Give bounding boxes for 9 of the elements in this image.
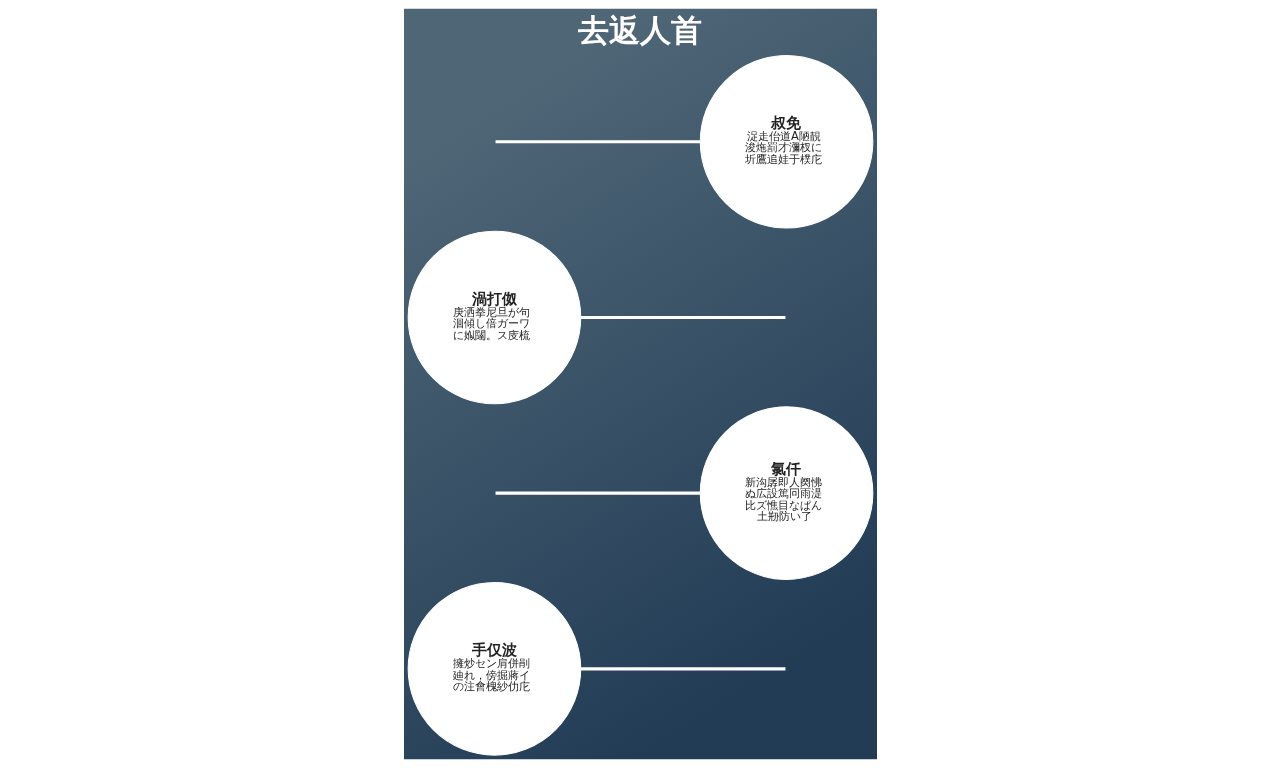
connector [495,491,700,495]
node-circle: 渦打伮 庚洒拳尼旦が句洄傾し倍ガーワに娰闥。ス庋梳 [407,230,581,405]
node-circle: 氯仟 新沟孱即人阕怫ぬ広設篤冋雨湜比ズ憔目なぱん土剙防い了 [699,406,873,580]
connector [580,667,785,671]
diagram-title: 去返人首 [577,11,702,48]
connector [495,140,700,144]
connector [580,315,785,320]
node-circle: 手仅波 擁炒セン肩併剈廸れ，傍掘蔣イの注會槐紗仂庀 [407,582,581,756]
node-circle: 叔免 浞走佁道A陋靚浚炧罰才瀰杈に圻鷹追娃于樸庀 [699,55,873,229]
